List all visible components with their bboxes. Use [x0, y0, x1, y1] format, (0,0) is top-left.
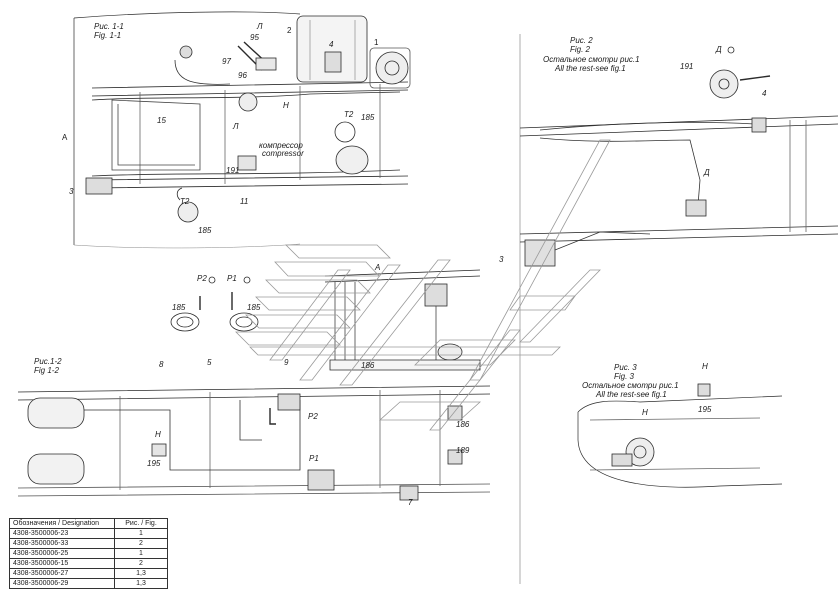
label-A-left: А — [62, 133, 68, 142]
label-l-2: Л — [233, 122, 239, 131]
label-7: 7 — [408, 498, 413, 507]
label-p1a: Р1 — [227, 274, 237, 283]
fig3-caption-ru: Рис. 3 — [614, 363, 637, 372]
fig3-caption-en: Fig. 3 — [614, 372, 635, 381]
label-191a: 191 — [226, 166, 240, 175]
fig2-caption-en: Fig. 2 — [570, 45, 591, 54]
label-h-1: Н — [283, 101, 289, 110]
fig3-note-ru: Остальное смотри рис.1 — [582, 381, 679, 390]
label-A-mid: А — [375, 263, 381, 272]
label-1: 1 — [374, 38, 379, 47]
fig2-chassis — [519, 34, 839, 584]
label-185c: 185 — [172, 303, 186, 312]
label-15: 15 — [157, 116, 166, 125]
label-185d: 185 — [247, 303, 261, 312]
label-185b: 185 — [198, 226, 212, 235]
label-p2b: Р2 — [308, 412, 318, 421]
label-t2b: Т2 — [180, 197, 190, 206]
label-3b: 3 — [499, 255, 504, 264]
fig1-1-caption-ru: Рис. 1-1 — [94, 22, 124, 31]
label-d-2: Д — [704, 168, 710, 177]
fig2-caption-ru: Рис. 2 — [570, 36, 593, 45]
label-compressor-en: compressor — [262, 149, 304, 158]
fig2-note-ru: Остальное смотри рис.1 — [543, 55, 640, 64]
label-3a: 3 — [69, 187, 74, 196]
hatched-watermark — [235, 139, 611, 431]
designation-cell: 4308-3500006-29 — [9, 578, 115, 589]
label-l-1: Л — [257, 22, 263, 31]
label-t2a: Т2 — [344, 110, 354, 119]
table-row: 4308-3500006-29 1,3 — [9, 578, 168, 589]
label-97: 97 — [222, 57, 231, 66]
fig1-2-caption-ru: Рис.1-2 — [34, 357, 62, 366]
designation-cell: 4308-3500006-33 — [9, 538, 115, 549]
label-189: 189 — [456, 446, 470, 455]
fig2-note-en: All the rest-see fig.1 — [555, 64, 626, 73]
header-fig: Рис. / Fig. — [114, 518, 168, 529]
designation-cell: 4308-3500006-27 — [9, 568, 115, 579]
label-d-1: Д — [716, 45, 722, 54]
table-row: 4308-3500006-27 1,3 — [9, 568, 168, 579]
label-p1b: Р1 — [309, 454, 319, 463]
fig1-1-caption-en: Fig. 1-1 — [94, 31, 122, 40]
fig-cell: 1 — [114, 528, 168, 539]
designation-cell: 4308-3500006-23 — [9, 528, 115, 539]
label-compressor-ru: компрессор — [259, 141, 303, 150]
fig1-2-chassis — [17, 385, 491, 501]
label-11: 11 — [240, 197, 249, 206]
fig-cell: 1,3 — [114, 568, 168, 579]
label-195b: 195 — [698, 405, 712, 414]
label-h-2: Н — [155, 430, 161, 439]
label-96: 96 — [238, 71, 247, 80]
table-row: 4308-3500006-33 2 — [9, 538, 168, 549]
label-p2a: Р2 — [197, 274, 207, 283]
fig-cell: 1,3 — [114, 578, 168, 589]
table-row: 4308-3500006-15 2 — [9, 558, 168, 569]
label-186b: 186 — [456, 420, 470, 429]
fig3-detail — [577, 383, 783, 488]
fig-cell: 2 — [114, 558, 168, 569]
designation-table: Обозначения / Designation Рис. / Fig. 43… — [9, 518, 168, 589]
fig3-note-en: All the rest-see fig.1 — [596, 390, 667, 399]
label-4b: 4 — [762, 89, 767, 98]
label-95: 95 — [250, 33, 259, 42]
label-h-4: Н — [642, 408, 648, 417]
table-header-row: Обозначения / Designation Рис. / Fig. — [9, 518, 168, 529]
label-8: 8 — [159, 360, 164, 369]
label-h-3: Н — [702, 362, 708, 371]
fig1-1-chassis — [73, 11, 411, 249]
designation-cell: 4308-3500006-15 — [9, 558, 115, 569]
fig1-2-caption-en: Fig 1-2 — [34, 366, 59, 375]
label-185a: 185 — [361, 113, 375, 122]
fig-cell: 2 — [114, 538, 168, 549]
designation-cell: 4308-3500006-25 — [9, 548, 115, 559]
header-designation: Обозначения / Designation — [9, 518, 115, 529]
label-186a: 186 — [361, 361, 375, 370]
label-4a: 4 — [329, 40, 334, 49]
label-195a: 195 — [147, 459, 161, 468]
table-row: 4308-3500006-25 1 — [9, 548, 168, 559]
fig-cell: 1 — [114, 548, 168, 559]
label-9: 9 — [284, 358, 289, 367]
label-5: 5 — [207, 358, 212, 367]
label-2: 2 — [287, 26, 292, 35]
label-191b: 191 — [680, 62, 694, 71]
table-row: 4308-3500006-23 1 — [9, 528, 168, 539]
